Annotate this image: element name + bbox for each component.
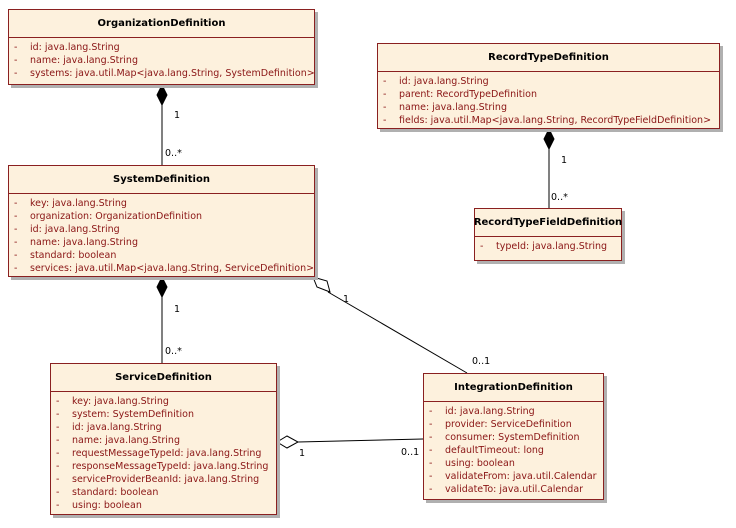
class-name: RecordTypeDefinition: [378, 44, 719, 72]
attribute-row: -consumer: SystemDefinition: [429, 432, 580, 443]
attribute-list: -typeId: java.lang.String: [475, 237, 621, 257]
attribute-row: -organization: OrganizationDefinition: [14, 211, 203, 222]
attribute-list: -key: java.lang.String -organization: Or…: [9, 194, 314, 279]
attribute-row: -id: java.lang.String: [429, 406, 535, 417]
multiplicity-label: 1: [174, 304, 181, 315]
attribute-row: -name: java.lang.String: [56, 435, 180, 446]
class-record-type-field-definition[interactable]: RecordTypeFieldDefinition -typeId: java.…: [474, 208, 622, 261]
attribute-list: -id: java.lang.String -parent: RecordTyp…: [378, 72, 719, 131]
attribute-row: -name: java.lang.String: [14, 237, 138, 248]
class-name: RecordTypeFieldDefinition: [474, 209, 622, 237]
attribute-row: -id: java.lang.String: [383, 76, 489, 87]
attribute-row: -typeId: java.lang.String: [480, 241, 608, 252]
attribute-row: -id: java.lang.String: [56, 422, 162, 433]
attribute-row: -id: java.lang.String: [14, 224, 120, 235]
aggregation-diamond-system: [312, 276, 331, 293]
attribute-row: -services: java.util.Map<java.lang.Strin…: [14, 263, 315, 274]
attribute-row: -parent: RecordTypeDefinition: [383, 89, 538, 100]
attribute-row: -using: boolean: [429, 458, 515, 469]
attribute-row: -name: java.lang.String: [383, 102, 507, 113]
class-name: IntegrationDefinition: [424, 374, 603, 402]
attribute-row: -provider: ServiceDefinition: [429, 419, 572, 430]
attribute-row: -name: java.lang.String: [14, 55, 138, 66]
multiplicity-label: 1: [299, 448, 306, 459]
attribute-row: -id: java.lang.String: [14, 42, 120, 53]
class-name: ServiceDefinition: [51, 364, 276, 392]
class-name: OrganizationDefinition: [9, 10, 314, 38]
multiplicity-label: 1: [561, 155, 568, 166]
attribute-list: -id: java.lang.String -name: java.lang.S…: [9, 38, 315, 84]
multiplicity-label: 0..*: [165, 346, 182, 357]
composition-diamond-organization: [156, 83, 168, 107]
class-name: SystemDefinition: [9, 166, 314, 194]
attribute-row: -validateTo: java.util.Calendar: [429, 484, 584, 495]
attribute-row: -serviceProviderBeanId: java.lang.String: [56, 474, 260, 485]
class-system-definition[interactable]: SystemDefinition -key: java.lang.String …: [8, 165, 315, 277]
attribute-row: -standard: boolean: [14, 250, 117, 261]
attribute-row: -key: java.lang.String: [56, 396, 169, 407]
attribute-row: -using: boolean: [56, 500, 142, 511]
composition-diamond-recordtype: [543, 127, 555, 151]
attribute-row: -validateFrom: java.util.Calendar: [429, 471, 597, 482]
class-service-definition[interactable]: ServiceDefinition -key: java.lang.String…: [50, 363, 277, 515]
multiplicity-label: 0..*: [551, 192, 568, 203]
attribute-row: -standard: boolean: [56, 487, 159, 498]
class-integration-definition[interactable]: IntegrationDefinition -id: java.lang.Str…: [423, 373, 604, 500]
composition-diamond-system: [156, 275, 168, 299]
multiplicity-label: 0..1: [472, 356, 491, 367]
multiplicity-label: 0..*: [165, 148, 182, 159]
attribute-row: -defaultTimeout: long: [429, 445, 544, 456]
class-organization-definition[interactable]: OrganizationDefinition -id: java.lang.St…: [8, 9, 315, 85]
attribute-list: -id: java.lang.String -provider: Service…: [424, 402, 603, 500]
multiplicity-label: 0..1: [401, 447, 420, 458]
attribute-row: -key: java.lang.String: [14, 198, 127, 209]
attribute-list: -key: java.lang.String -system: SystemDe…: [51, 392, 276, 516]
attribute-row: -systems: java.util.Map<java.lang.String…: [14, 68, 315, 79]
aggregation-diamond-service: [276, 435, 300, 449]
attribute-row: -responseMessageTypeId: java.lang.String: [56, 461, 269, 472]
attribute-row: -system: SystemDefinition: [56, 409, 194, 420]
attribute-row: -requestMessageTypeId: java.lang.String: [56, 448, 262, 459]
multiplicity-label: 1: [343, 294, 350, 305]
multiplicity-label: 1: [174, 110, 181, 121]
attribute-row: -fields: java.util.Map<java.lang.String,…: [383, 115, 712, 126]
class-record-type-definition[interactable]: RecordTypeDefinition -id: java.lang.Stri…: [377, 43, 720, 129]
